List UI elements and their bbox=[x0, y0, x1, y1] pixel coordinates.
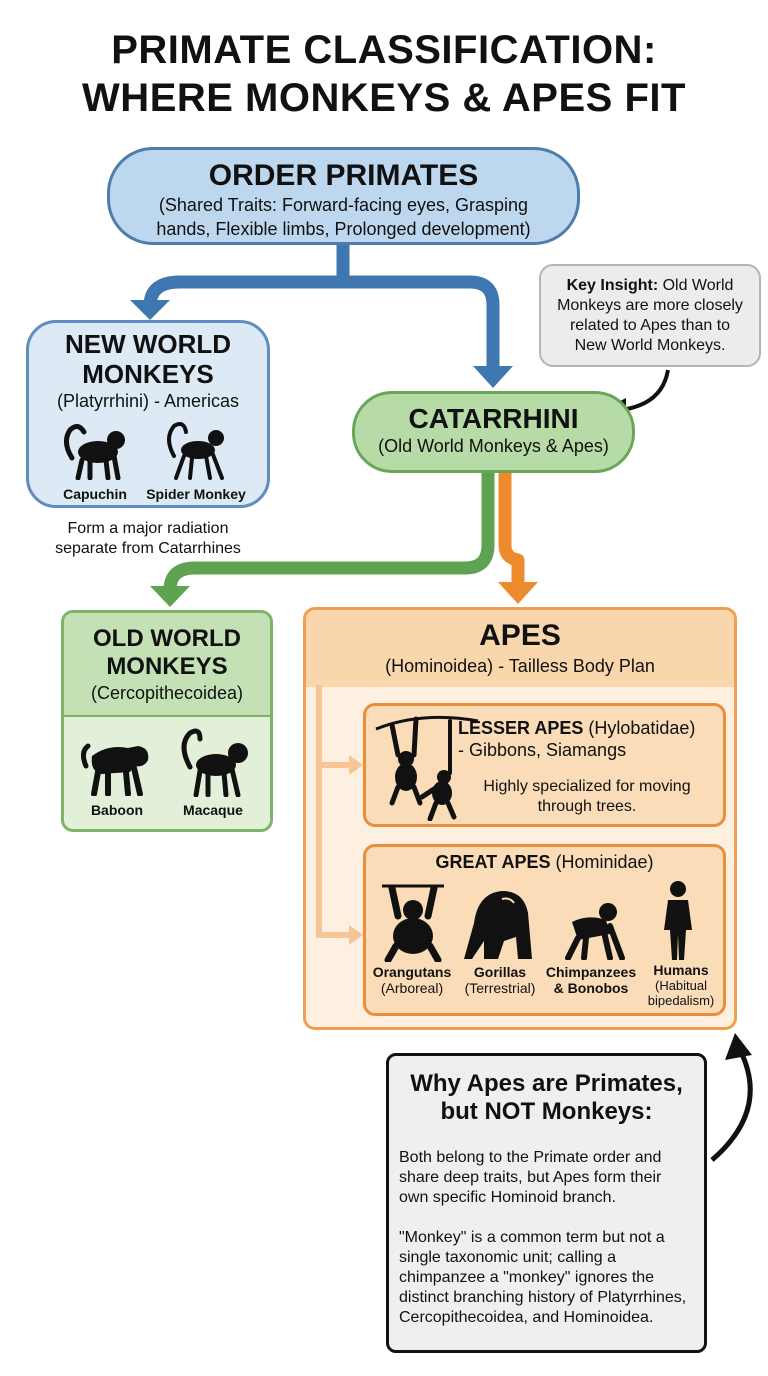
human-icon bbox=[658, 880, 698, 962]
primates-traits-line-1: (Shared Traits: Forward-facing eyes, Gra… bbox=[158, 195, 529, 215]
catarrhini-heading: CATARRHINI bbox=[408, 403, 579, 434]
why-p2-line-1: "Monkey" is a common term but not a bbox=[399, 1229, 665, 1246]
capuchin-icon bbox=[60, 418, 132, 480]
old-world-heading-2: MONKEYS bbox=[106, 653, 228, 680]
humans-name: Humans bbox=[653, 962, 709, 978]
lesser-apes-family: (Hylobatidae) bbox=[583, 718, 696, 738]
spider-monkey-label: Spider Monkey bbox=[146, 486, 246, 502]
great-apes-title: GREAT APES bbox=[435, 852, 551, 872]
gibbon-icon bbox=[372, 707, 482, 821]
why-p1-line-3: own specific Hominoid branch. bbox=[399, 1189, 616, 1206]
capuchin-label: Capuchin bbox=[63, 486, 127, 502]
why-arrowhead bbox=[725, 1033, 752, 1060]
lesser-apes-heading: LESSER APES (Hylobatidae) - Gibbons, Sia… bbox=[458, 717, 718, 761]
arrowhead-catarrhini bbox=[473, 366, 513, 388]
great-apes-heading: GREAT APES (Hominidae) bbox=[363, 852, 726, 873]
old-world-heading-1: OLD WORLD bbox=[93, 625, 241, 652]
gorillas-note: (Terrestrial) bbox=[464, 980, 536, 996]
arrow-to-old-world bbox=[163, 473, 495, 591]
gorillas-label: Gorillas (Terrestrial) bbox=[458, 964, 542, 996]
why-curve-arrow bbox=[710, 1048, 753, 1162]
apes-heading: APES bbox=[479, 619, 561, 652]
why-apes-box: Why Apes are Primates, but NOT Monkeys: … bbox=[386, 1053, 707, 1353]
macaque-label: Macaque bbox=[183, 802, 243, 818]
apes-subtitle: (Hominoidea) - Tailless Body Plan bbox=[385, 656, 655, 676]
arrowhead-new-world bbox=[130, 300, 170, 320]
spider-monkey-icon bbox=[160, 418, 232, 480]
gorilla-icon bbox=[462, 885, 536, 961]
new-world-note-line-1: Form a major radiation bbox=[67, 520, 229, 537]
why-heading-1: Why Apes are Primates, bbox=[410, 1070, 683, 1097]
old-world-subtitle: (Cercopithecoidea) bbox=[90, 683, 244, 703]
humans-note-2: bipedalism) bbox=[647, 993, 715, 1008]
macaque-icon bbox=[178, 727, 254, 797]
arrowhead-apes bbox=[498, 582, 538, 604]
arrow-to-apes bbox=[498, 473, 525, 583]
insight-line-2: Monkeys are more closely bbox=[557, 297, 743, 314]
new-world-subtitle: (Platyrrhini) - Americas bbox=[56, 391, 240, 411]
lesser-apes-desc: Highly specialized for moving through tr… bbox=[468, 777, 706, 817]
apes-header: APES (Hominoidea) - Tailless Body Plan bbox=[306, 610, 734, 687]
insight-line-1: Old World bbox=[658, 277, 734, 294]
arrow-to-catarrhini bbox=[343, 275, 500, 370]
why-p2-line-2: single taxonomic unit; calling a bbox=[399, 1249, 617, 1266]
baboon-icon bbox=[78, 732, 154, 796]
order-primates-node: ORDER PRIMATES (Shared Traits: Forward-f… bbox=[107, 147, 580, 245]
new-world-note-line-2: separate from Catarrhines bbox=[55, 540, 241, 557]
lesser-apes-desc-line-2: through trees. bbox=[537, 798, 637, 815]
why-p2-line-5: Cercopithecoidea, and Hominoidea. bbox=[399, 1309, 654, 1326]
humans-note: (Habitual bbox=[654, 978, 708, 993]
old-world-monkeys-node: OLD WORLD MONKEYS (Cercopithecoidea) bbox=[61, 610, 273, 832]
title-line-1: PRIMATE CLASSIFICATION: bbox=[111, 28, 657, 72]
insight-label: Key Insight: bbox=[566, 277, 659, 294]
why-paragraph-1: Both belong to the Primate order and sha… bbox=[399, 1148, 694, 1208]
baboon-label: Baboon bbox=[90, 802, 144, 818]
primates-traits-line-2: hands, Flexible limbs, Prolonged develop… bbox=[156, 219, 531, 239]
old-world-header: OLD WORLD MONKEYS (Cercopithecoidea) bbox=[64, 613, 270, 717]
page-title: PRIMATE CLASSIFICATION: WHERE MONKEYS & … bbox=[0, 26, 768, 122]
orangutans-note: (Arboreal) bbox=[380, 980, 444, 996]
title-line-2: WHERE MONKEYS & APES FIT bbox=[82, 76, 686, 120]
insight-line-3: related to Apes than to bbox=[569, 317, 731, 334]
gorillas-name: Gorillas bbox=[473, 964, 527, 980]
why-p2-line-3: chimpanzee a "monkey" ignores the bbox=[399, 1269, 655, 1286]
apes-inner-connectors bbox=[316, 685, 363, 945]
insight-line-4: New World Monkeys. bbox=[574, 337, 726, 354]
arrow-to-new-world bbox=[143, 275, 343, 307]
chimpanzee-icon bbox=[558, 900, 630, 960]
new-world-heading-1: NEW WORLD bbox=[64, 329, 232, 359]
why-p1-line-2: share deep traits, but Apes form their bbox=[399, 1169, 662, 1186]
great-apes-family: (Hominidae) bbox=[550, 852, 654, 872]
lesser-apes-node bbox=[363, 703, 726, 827]
lesser-apes-desc-line-1: Highly specialized for moving bbox=[483, 778, 691, 795]
why-p1-line-1: Both belong to the Primate order and bbox=[399, 1149, 662, 1166]
new-world-heading-2: MONKEYS bbox=[82, 359, 214, 389]
order-primates-heading: ORDER PRIMATES bbox=[208, 159, 479, 192]
lesser-apes-title: LESSER APES bbox=[458, 718, 584, 738]
why-paragraph-2: "Monkey" is a common term but not a sing… bbox=[399, 1228, 694, 1328]
arrowhead-old-world bbox=[150, 586, 190, 607]
why-heading-2: but NOT Monkeys: bbox=[440, 1098, 653, 1125]
orangutans-name: Orangutans bbox=[372, 964, 452, 980]
why-p2-line-4: distinct branching history of Platyrrhin… bbox=[399, 1289, 687, 1306]
chimpanzees-name: Chimpanzees bbox=[545, 964, 637, 980]
lesser-apes-members: - Gibbons, Siamangs bbox=[458, 740, 627, 760]
orangutans-label: Orangutans (Arboreal) bbox=[366, 964, 458, 996]
key-insight-callout: Key Insight: Old World Monkeys are more … bbox=[539, 264, 761, 367]
chimpanzees-label: Chimpanzees & Bonobos bbox=[542, 964, 640, 996]
catarrhini-subtitle: (Old World Monkeys & Apes) bbox=[378, 436, 609, 456]
new-world-note: Form a major radiation separate from Cat… bbox=[20, 519, 276, 559]
orangutan-icon bbox=[380, 880, 446, 962]
humans-label: Humans (Habitual bipedalism) bbox=[640, 962, 722, 1008]
catarrhini-node: CATARRHINI (Old World Monkeys & Apes) bbox=[352, 391, 635, 473]
chimpanzees-name-2: & Bonobos bbox=[553, 980, 629, 996]
new-world-monkeys-node: NEW WORLD MONKEYS (Platyrrhini) - Americ… bbox=[26, 320, 270, 508]
